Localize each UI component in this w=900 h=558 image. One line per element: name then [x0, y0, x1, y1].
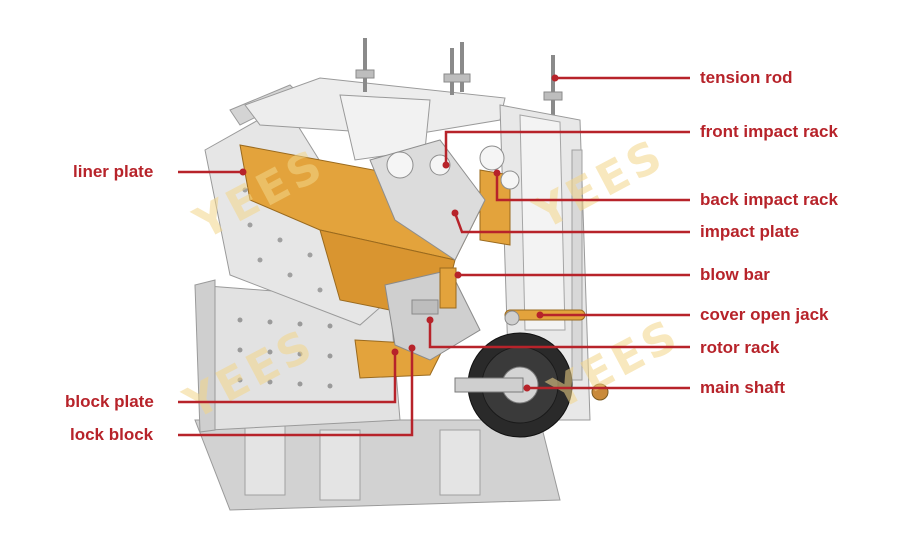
pulley [454, 332, 609, 438]
label-lock-block: lock block [70, 425, 154, 444]
impact-racks [369, 139, 520, 261]
leader-rotor-rack [428, 320, 690, 349]
label-front-impact-rack: front impact rack [700, 122, 838, 141]
label-blow-bar: blow bar [700, 265, 770, 284]
leader-back-impact-rack [495, 173, 690, 202]
leader-impact-plate [453, 212, 690, 234]
label-rotor-rack: rotor rack [700, 338, 780, 357]
leader-lock-block [178, 348, 414, 437]
label-main-shaft: main shaft [700, 378, 786, 397]
rotor [384, 267, 481, 361]
leader-dots [239, 74, 559, 392]
top-roof [244, 77, 506, 161]
machine-base [194, 419, 561, 511]
label-liner-plate: liner plate [73, 162, 154, 181]
label-cover-open-jack: cover open jack [700, 305, 829, 324]
leader-front-impact-rack [444, 130, 690, 165]
leader-lines [178, 76, 690, 437]
label-block-plate: block plate [65, 392, 154, 411]
label-back-impact-rack: back impact rack [700, 190, 838, 209]
label-tension-rod: tension rod [700, 68, 793, 87]
label-impact-plate: impact plate [700, 222, 800, 241]
tension-rods [355, 38, 563, 120]
leader-block-plate [178, 352, 397, 404]
